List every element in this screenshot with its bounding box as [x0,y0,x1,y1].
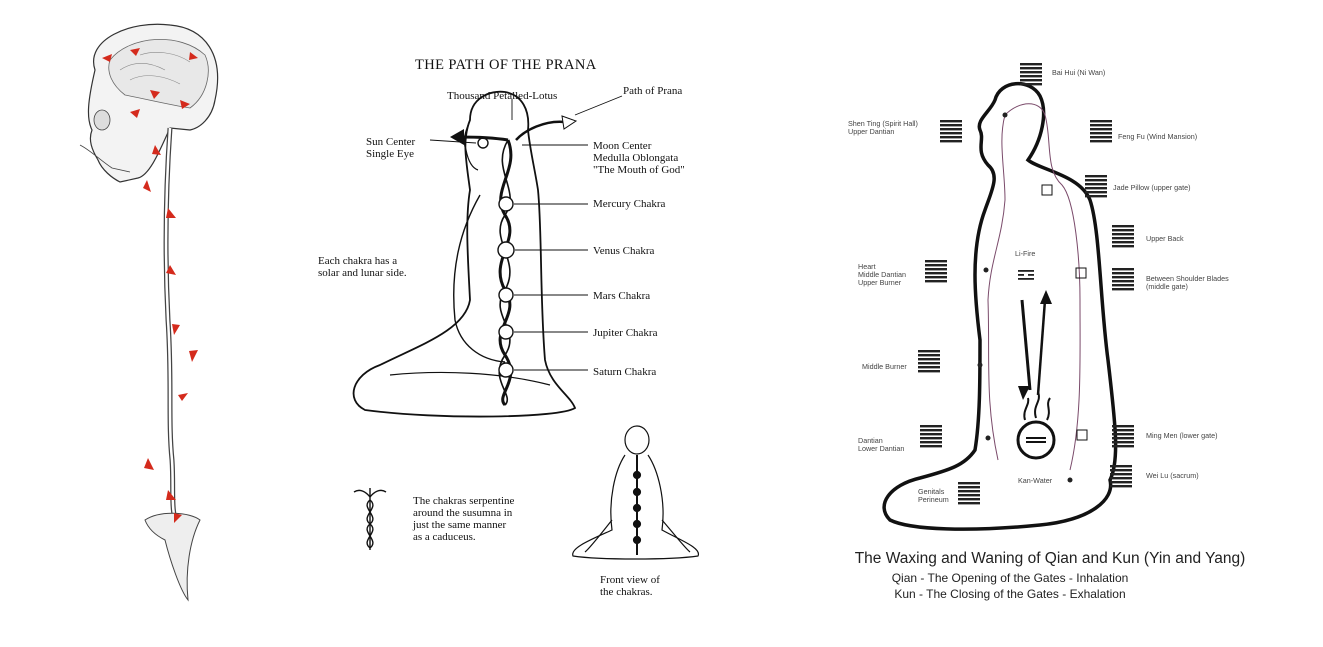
mars-label: Mars Chakra [593,290,650,302]
moon-label: Moon Center Medulla Oblongata "The Mouth… [593,140,685,176]
flame-icon [1024,392,1050,420]
caduceus-note: The chakras serpentine around the susumn… [413,495,514,543]
arrow-left-icon [450,129,464,145]
sun-center [478,138,488,148]
genitals-label: Genitals Perineum [918,488,949,504]
sacrum [145,513,200,600]
front-view-figure [573,426,699,559]
mercury-label: Mercury Chakra [593,198,665,210]
venus-chakra [498,242,514,258]
qian-kun-panel: Bai Hui (Ni Wan) Shen Ting (Spirit Hall)… [790,0,1310,647]
spine-illustration [40,0,270,647]
shoulder-label: Between Shoulder Blades (middle gate) [1146,275,1229,291]
heart-label: Heart Middle Dantian Upper Burner [858,263,906,287]
ming-men-label: Ming Men (lower gate) [1146,432,1218,440]
caption-qian: Qian - The Opening of the Gates - Inhala… [820,571,1200,585]
venus-label: Venus Chakra [593,245,654,257]
lotus-label: Thousand Petalled-Lotus [447,90,557,102]
arrow-down-icon [1018,386,1030,400]
caption-title: The Waxing and Waning of Qian and Kun (Y… [820,550,1280,568]
eye-socket [94,110,110,130]
leader-line [430,140,476,143]
shen-ting-label: Shen Ting (Spirit Hall) Upper Dantian [848,120,918,136]
down-arrow-line [1022,300,1030,390]
governing-vessel-path [1005,104,1080,470]
bai-hui-label: Bai Hui (Ni Wan) [1052,69,1105,77]
middle-burner-label: Middle Burner [862,363,907,371]
diagram-title: THE PATH OF THE PRANA [415,58,597,74]
prana-diagram-panel: THE PATH OF THE PRANA Thousand Petalled-… [290,0,760,647]
arrow-icon [144,458,154,470]
side-note: Each chakra has a solar and lunar side. [318,255,407,279]
lap-line [390,372,550,385]
arrow-right-icon [562,116,576,129]
feng-fu-label: Feng Fu (Wind Mansion) [1118,133,1197,141]
jupiter-label: Jupiter Chakra [593,327,657,339]
prana-path-line [516,122,565,140]
dantian-label: Dantian Lower Dantian [858,437,904,453]
arrow-up-icon [1040,290,1052,304]
kan-water-label: Kan-Water [1018,477,1052,485]
up-arrow-line [1038,300,1045,395]
caption-kun: Kun - The Closing of the Gates - Exhalat… [820,587,1200,601]
sun-label: Sun Center Single Eye [366,136,415,160]
saturn-label: Saturn Chakra [593,366,656,378]
path-label: Path of Prana [623,85,682,97]
li-fire-label: Li-Fire [1015,250,1035,258]
spine-illustration-panel [40,0,270,647]
jade-pillow-label: Jade Pillow (upper gate) [1113,184,1191,192]
leader-line [575,96,622,115]
arm [454,195,505,362]
wei-lu-label: Wei Lu (sacrum) [1146,472,1199,480]
arrow-icon [178,393,188,401]
jupiter-chakra [499,325,513,339]
arrow-icon [143,180,151,192]
front-view-label: Front view of the chakras. [600,574,660,598]
body-outline [884,84,1116,529]
arrow-icon [172,324,180,335]
arrow-icon [189,350,198,362]
mercury-chakra [499,197,513,211]
caduceus-icon [354,488,386,550]
upper-back-label: Upper Back [1146,235,1184,243]
cauldron [1018,422,1054,458]
saturn-chakra [499,363,513,377]
mars-chakra [499,288,513,302]
